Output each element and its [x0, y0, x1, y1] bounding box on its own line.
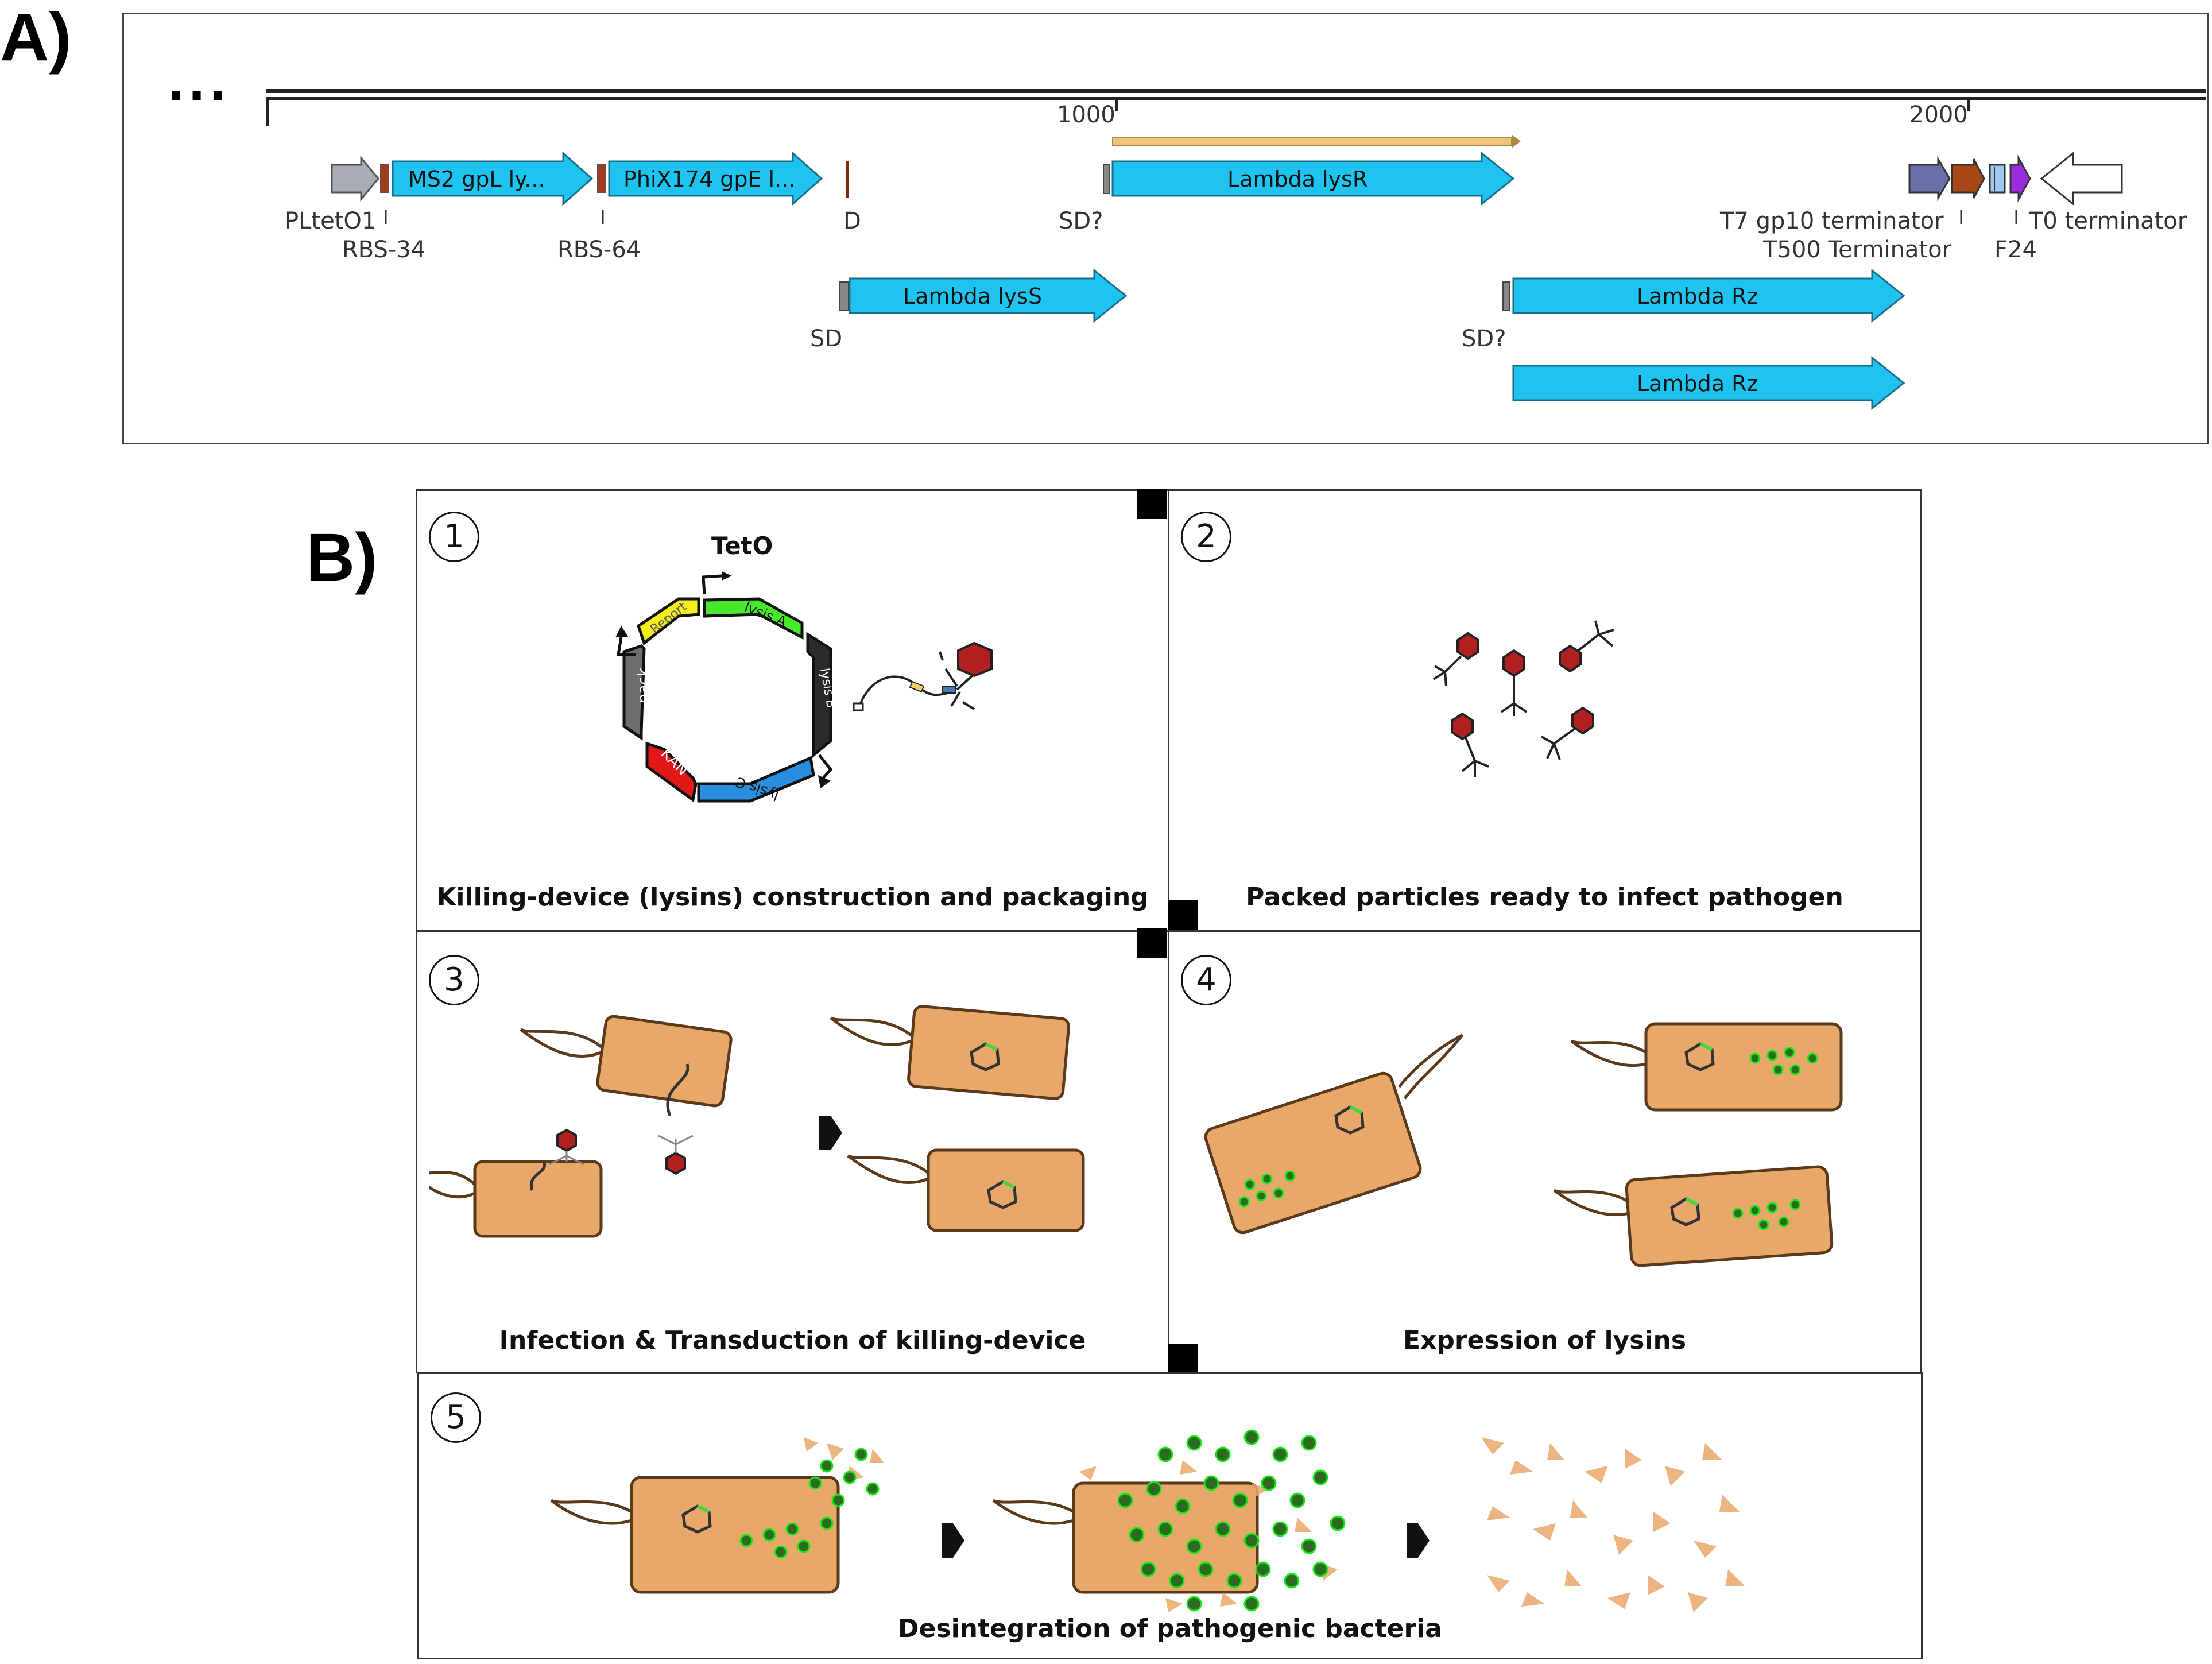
t7-terminator-arrow [1908, 156, 1951, 202]
panel-a-label: A) [0, 0, 72, 75]
plasmid-segment-kan [645, 741, 698, 803]
f24-label: F24 [1994, 237, 2037, 263]
plasmid-segment-pack [622, 644, 646, 741]
rz1-cds-arrow [1512, 268, 1905, 323]
svg-text:pack: pack [635, 668, 652, 703]
step-3-caption: Infection & Transduction of killing-devi… [499, 1326, 1086, 1355]
t7-label: T7 gp10 terminator [1720, 208, 1944, 234]
step-1-number: 1 [429, 512, 479, 562]
step-4-caption: Expression of lysins [1403, 1326, 1687, 1355]
rz2-label: Lambda Rz [1637, 371, 1758, 396]
step-4-panel: 4 Expression of lysins [1168, 930, 1922, 1373]
lysin-expression-illustration [1204, 1022, 1843, 1267]
rbs64-marker [597, 164, 606, 193]
t0-label: T0 terminator [2029, 208, 2187, 234]
corner-marker [1168, 900, 1198, 930]
lysr-cds-arrow [1111, 151, 1515, 206]
plasmid-segment-lysis-b [806, 632, 832, 759]
pltet-promoter-arrow [331, 155, 379, 202]
sequence-map-panel: ... [122, 13, 2209, 444]
panel-b-label: B) [306, 520, 378, 595]
step-5-panel: 5 Desintegration of pa [417, 1372, 1923, 1659]
ms2-cds-arrow [392, 151, 594, 206]
step-1-caption: Killing-device (lysins) construction and… [436, 883, 1149, 912]
ms2-label: MS2 gpL ly... [408, 167, 545, 192]
tick-2000-label: 2000 [1909, 102, 1968, 128]
t0-terminator-arrow [2040, 151, 2123, 206]
sequence-map [266, 89, 2206, 411]
step-2-caption: Packed particles ready to infect pathoge… [1246, 883, 1843, 912]
corner-marker [1137, 928, 1167, 958]
rbs64-label: RBS-64 [557, 237, 641, 263]
step-3-number: 3 [429, 955, 479, 1005]
plasmid-segment-lysis-c [697, 756, 815, 803]
step-3-panel: 3 Infection & Tran [416, 930, 1169, 1373]
phix-label: PhiX174 gpE l... [623, 167, 796, 192]
pltet-label: PLtetO1 [285, 208, 377, 234]
plasmid-segment-lysis-a [703, 597, 804, 640]
sd1-label: SD? [1059, 208, 1103, 234]
rbs34-label: RBS-34 [342, 237, 426, 263]
ruler [266, 89, 2206, 126]
lyss-cds-arrow [849, 268, 1128, 323]
tick-1000-label: 1000 [1057, 102, 1115, 128]
f24-arrow [2009, 154, 2031, 203]
rz1-label: Lambda Rz [1637, 284, 1758, 309]
lysr-label: Lambda lysR [1227, 167, 1368, 192]
ellipsis-marker: ... [167, 57, 230, 111]
sd3-label: SD? [1462, 326, 1506, 352]
sd2-label: SD [810, 326, 843, 352]
corner-marker [1137, 489, 1167, 519]
t500-label: T500 Terminator [1763, 237, 1952, 263]
step-2-panel: 2 Packed particles ready to infect patho… [1168, 489, 1922, 931]
phix-cds-arrow [608, 151, 823, 206]
t500-terminator-arrow [1951, 158, 1985, 199]
step-4-number: 4 [1181, 955, 1231, 1005]
d-label: D [843, 208, 861, 234]
disintegration-illustration [550, 1429, 1745, 1612]
step-5-caption: Desintegration of pathogenic bacteria [898, 1614, 1442, 1643]
step-2-number: 2 [1181, 512, 1231, 562]
rbs34-marker [380, 164, 389, 193]
step-5-number: 5 [431, 1392, 481, 1443]
step-1-panel: 1 TetO lysis A lysis B lysis C KAN pack … [416, 489, 1169, 931]
plasmid-diagram: TetO lysis A lysis B lysis C KAN pack Re… [615, 532, 993, 804]
lyss-label: Lambda lysS [903, 284, 1043, 309]
plasmid-segment-report [637, 597, 700, 646]
selection-highlight [1112, 134, 1521, 148]
teto-label: TetO [711, 532, 773, 560]
phage-particles [1432, 620, 1614, 777]
corner-marker [1168, 1344, 1198, 1373]
infection-illustration [429, 1005, 1085, 1238]
rz2-cds-arrow [1512, 355, 1905, 411]
